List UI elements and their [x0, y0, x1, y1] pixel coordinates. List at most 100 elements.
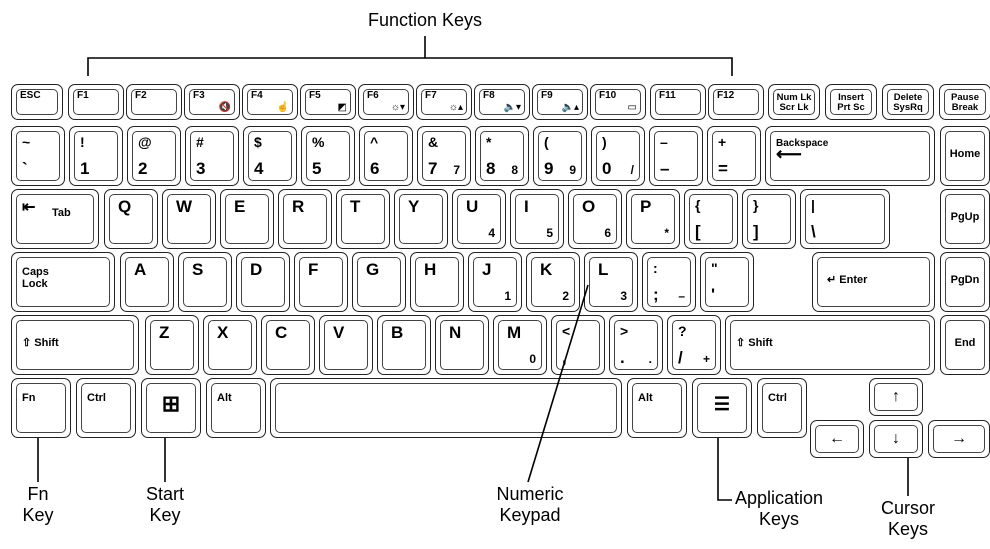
- key-label: F5: [309, 90, 321, 101]
- key-label: F3: [193, 90, 205, 101]
- keypad-label: 7: [453, 163, 460, 177]
- key-label: N: [449, 323, 462, 342]
- keypad-label: 3: [620, 289, 627, 303]
- key-f6: F6☼▾: [358, 84, 414, 120]
- brightness-up-icon: ☼▴: [448, 102, 463, 113]
- key-label: =: [718, 159, 728, 178]
- numeric-keypad-caption-line: Keypad: [499, 504, 561, 525]
- key-left-alt: Alt: [206, 378, 266, 438]
- key-r: R: [278, 189, 332, 249]
- key-f7: F7 ☼▴: [416, 84, 472, 120]
- key-label: Y: [408, 197, 420, 216]
- key-label: J: [482, 260, 492, 279]
- key-0: )0/: [591, 126, 645, 186]
- start-key-caption-line: Start: [145, 484, 184, 504]
- keypad-label: –: [678, 289, 685, 303]
- key-enter: ↵ Enter: [812, 252, 935, 312]
- key-shift-label: |: [811, 197, 815, 213]
- key-equals: +=: [707, 126, 761, 186]
- key-w: W: [162, 189, 216, 249]
- key-label: F7: [425, 90, 437, 101]
- key-label: P: [640, 197, 652, 216]
- key-label: F10: [599, 90, 617, 101]
- key-shift-label: –: [660, 134, 668, 150]
- key-insert: Insert Prt Sc: [825, 84, 877, 120]
- keypad-label: 5: [546, 226, 553, 240]
- key-shift-label: ~: [22, 134, 31, 150]
- key-f2: F2: [126, 84, 182, 120]
- mute-icon: 🔇: [218, 102, 231, 113]
- key-f3: F3 🔇: [184, 84, 240, 120]
- function-keys-caption: Function Keys: [345, 10, 505, 31]
- key-label: U: [466, 197, 479, 216]
- key-label: ESC: [20, 90, 41, 101]
- key-label: PgDn: [950, 274, 980, 286]
- key-label: W: [176, 197, 193, 216]
- key-label: PgUp: [950, 211, 980, 223]
- key-label: `: [22, 159, 28, 178]
- key-label: F2: [135, 90, 147, 101]
- down-arrow-icon: ↓: [892, 430, 900, 447]
- key-z: Z: [145, 315, 199, 375]
- key-label: Tab: [52, 207, 71, 219]
- display-switch-icon: ◩: [337, 102, 347, 113]
- key-pause: Pause Break: [939, 84, 990, 120]
- key-f9: F9🔈▴: [532, 84, 588, 120]
- key-shift-label: $: [254, 134, 262, 150]
- key-label: F12: [717, 90, 735, 101]
- touchpad-icon: ☝: [276, 102, 289, 113]
- key-label: D: [250, 260, 263, 279]
- key-label: E: [234, 197, 246, 216]
- key-caps-lock: Caps Lock: [11, 252, 115, 312]
- key-rbracket: }]: [742, 189, 796, 249]
- key-shift-label: :: [653, 260, 658, 276]
- key-3: #3: [185, 126, 239, 186]
- key-e: E: [220, 189, 274, 249]
- key-label: Caps Lock: [22, 266, 49, 290]
- key-backslash: |\: [800, 189, 890, 249]
- key-f10: F10 ▭: [590, 84, 646, 120]
- key-left-ctrl: Ctrl: [76, 378, 136, 438]
- cursor-keys-caption-line: Keys: [887, 518, 929, 539]
- key-5: %5: [301, 126, 355, 186]
- key-1: !1: [69, 126, 123, 186]
- key-f4: F4☝: [242, 84, 298, 120]
- key-label: L: [598, 260, 609, 279]
- key-label: F: [308, 260, 319, 279]
- key-label: ': [711, 285, 716, 304]
- key-delete: Delete SysRq: [882, 84, 934, 120]
- keypad-label: 4: [488, 226, 495, 240]
- window-icon: ▭: [627, 102, 637, 113]
- key-h: H: [410, 252, 464, 312]
- key-2: @2: [127, 126, 181, 186]
- key-label: 4: [254, 159, 264, 178]
- key-pgdn: PgDn: [940, 252, 990, 312]
- key-label: Alt: [638, 392, 653, 404]
- key-label: ⇧ Shift: [736, 337, 773, 349]
- keypad-label: .: [648, 352, 652, 366]
- key-label: 5: [312, 159, 322, 178]
- key-label: ;: [653, 285, 659, 304]
- volume-up-icon: 🔈▴: [561, 102, 579, 113]
- windows-logo-icon: ⊞: [161, 391, 181, 416]
- tab-arrow-icon: ⇤: [22, 199, 36, 216]
- key-right-ctrl: Ctrl: [757, 378, 807, 438]
- keypad-label: 2: [562, 289, 569, 303]
- keypad-label: 9: [569, 163, 576, 177]
- key-label: Z: [159, 323, 170, 342]
- key-g: G: [352, 252, 406, 312]
- key-application: ☰: [692, 378, 752, 438]
- key-label: R: [292, 197, 305, 216]
- key-label: Insert Prt Sc: [837, 92, 865, 114]
- key-label: K: [540, 260, 553, 279]
- key-label: Home: [949, 148, 981, 160]
